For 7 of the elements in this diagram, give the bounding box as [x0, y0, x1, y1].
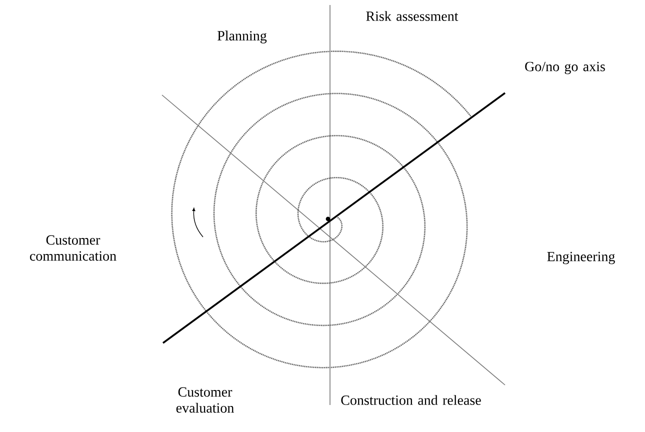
- axis-label: Go/no go axis: [525, 62, 605, 74]
- phase-label: Engineering: [547, 252, 615, 264]
- phase-label: Risk assessment: [366, 11, 458, 21]
- phase-label: Customer communication: [30, 235, 116, 261]
- phase-label: Customer evaluation: [176, 387, 234, 413]
- phase-label: Planning: [218, 30, 267, 44]
- phase-label: Construction and release: [341, 395, 481, 405]
